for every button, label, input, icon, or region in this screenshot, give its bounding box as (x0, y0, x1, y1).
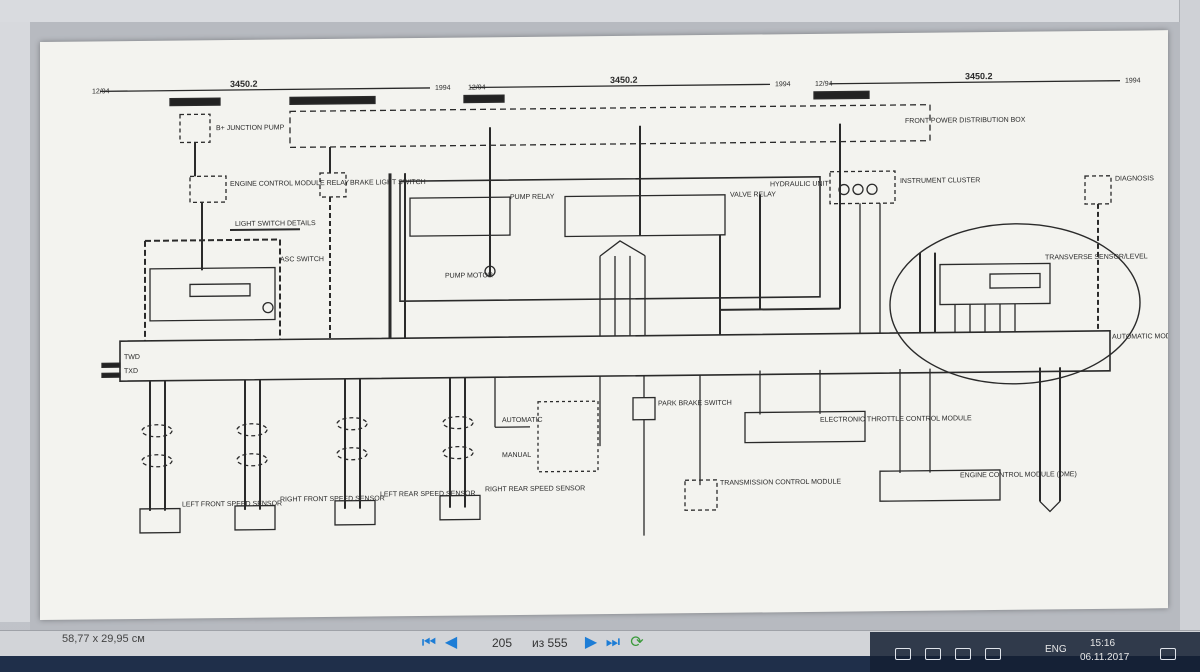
label-transmission-module: TRANSMISSION CONTROL MODULE (720, 479, 841, 487)
battery-icon[interactable] (895, 648, 911, 660)
label-electronic-throttle: ELECTRONIC THROTTLE CONTROL MODULE (820, 415, 972, 424)
label-manual: MANUAL (502, 452, 531, 459)
page-ref-left: 3450.2 (230, 79, 258, 89)
clock-time[interactable]: 15:16 (1090, 638, 1116, 649)
date-code-1: 12/94 (92, 88, 110, 95)
cloud-icon[interactable] (925, 648, 941, 660)
label-pump-motor: PUMP MOTOR (445, 272, 493, 280)
label-transverse-sensor: TRANSVERSE SENSOR/LEVEL (1045, 253, 1148, 261)
language-indicator[interactable]: ENG (1045, 644, 1067, 655)
notifications-icon[interactable] (1160, 648, 1176, 660)
label-automatic: AUTOMATIC (502, 417, 543, 424)
prev-page-icon[interactable]: ◀ (444, 634, 458, 651)
page-ref-mid: 3450.2 (610, 75, 638, 85)
label-rr-speed-sensor: RIGHT REAR SPEED SENSOR (485, 485, 585, 493)
label-automatic-module: AUTOMATIC MODULE (ABS/ASC) (1112, 333, 1168, 341)
first-page-icon[interactable]: ⏮ (421, 634, 437, 651)
label-lf-speed-sensor: LEFT FRONT SPEED SENSOR (182, 500, 282, 508)
label-hydraulic-unit: HYDRAULIC UNIT (770, 181, 829, 189)
date-code-6: 1994 (1125, 77, 1141, 84)
label-valve-relay: VALVE RELAY (730, 191, 776, 198)
label-instrument-cluster: INSTRUMENT CLUSTER (900, 177, 980, 185)
page-dimensions: 58,77 x 29,95 см (62, 633, 145, 645)
label-asc-switch: ASC SWITCH (280, 256, 324, 263)
label-junction-pump: B+ JUNCTION PUMP (216, 124, 285, 132)
label-light-switch: LIGHT SWITCH DETAILS (235, 220, 316, 228)
schematic-page: 3450.2 3450.2 3450.2 12/94 1994 12/94 19… (40, 30, 1168, 620)
label-park-brake-switch: PARK BRAKE SWITCH (658, 400, 732, 408)
top-toolbar-strip (0, 0, 1200, 22)
volume-icon[interactable] (955, 648, 971, 660)
label-twd: TWD (124, 354, 140, 361)
date-code-3: 12/94 (468, 84, 486, 91)
label-rf-speed-sensor: RIGHT FRONT SPEED SENSOR (280, 495, 385, 503)
wiring-diagram: 3450.2 3450.2 3450.2 12/94 1994 12/94 19… (92, 71, 1168, 536)
left-panel-strip (0, 22, 31, 622)
label-txd: TXD (124, 368, 138, 375)
label-pump-relay: PUMP RELAY (510, 194, 555, 201)
label-engine-control-relay: ENGINE CONTROL MODULE RELAY (230, 180, 349, 188)
page-ref-right: 3450.2 (965, 71, 993, 81)
right-scrollbar[interactable] (1179, 0, 1200, 630)
label-lr-speed-sensor: LEFT REAR SPEED SENSOR (380, 490, 476, 498)
label-front-power-dist: FRONT POWER DISTRIBUTION BOX (905, 117, 1026, 125)
page-total: из 555 (532, 636, 568, 650)
page-number-field[interactable]: 205 (492, 636, 513, 650)
label-engine-control-module: ENGINE CONTROL MODULE (DME) (960, 471, 1077, 479)
label-diagnosis: DIAGNOSIS (1115, 175, 1154, 182)
date-code-4: 1994 (775, 81, 791, 88)
system-tray (870, 632, 1200, 672)
label-brake-light-switch: BRAKE LIGHT SWITCH (350, 179, 426, 187)
network-icon[interactable] (985, 648, 1001, 660)
next-page-icon[interactable]: ▶ (584, 634, 598, 651)
date-code-5: 12/94 (815, 81, 833, 88)
last-page-icon[interactable]: ⏭ (605, 634, 621, 651)
refresh-icon[interactable]: ⟳ (630, 634, 644, 651)
date-code-2: 1994 (435, 85, 451, 92)
clock-date[interactable]: 06.11.2017 (1080, 652, 1130, 663)
